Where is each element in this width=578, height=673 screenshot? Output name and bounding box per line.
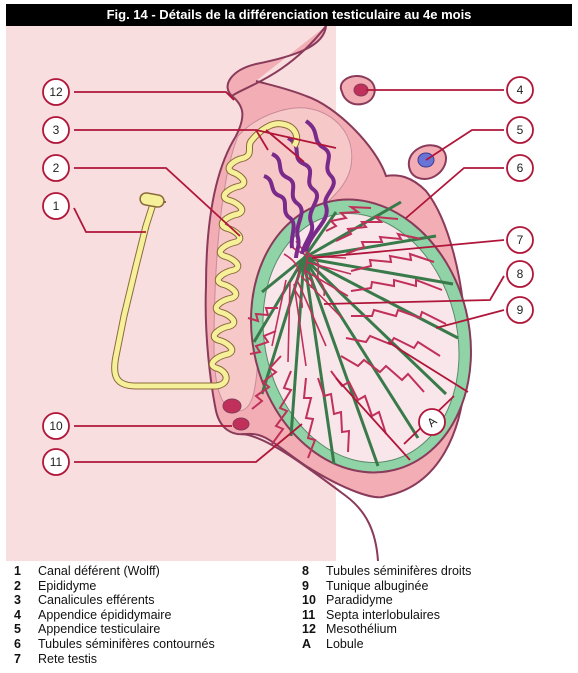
callout-5: 5 — [517, 123, 524, 137]
leader-9 — [435, 309, 505, 329]
callout-10: 10 — [49, 419, 63, 433]
callout-3: 3 — [53, 123, 60, 137]
callout-circles — [42, 76, 534, 476]
figure-title: Fig. 14 - Détails de la différenciation … — [6, 4, 572, 26]
lobule-bracket-2 — [387, 341, 469, 393]
appendix-epididymis — [339, 74, 376, 106]
leader-lines — [73, 89, 505, 463]
callout-9: 9 — [517, 303, 524, 317]
paradidymis — [222, 398, 250, 431]
callout-1: 1 — [53, 199, 60, 213]
leader-1 — [73, 207, 146, 233]
leader-7 — [311, 239, 505, 259]
diagram-area: 12 3 2 1 10 11 4 5 6 7 8 9 A — [6, 26, 572, 561]
callout-4: 4 — [517, 83, 524, 97]
lobule-bracket-1 — [335, 377, 411, 461]
leader-6 — [405, 167, 504, 219]
callout-10-circle — [42, 412, 70, 440]
leader-2 — [74, 167, 241, 237]
callout-A-circle — [418, 408, 446, 436]
callout-8: 8 — [517, 267, 524, 281]
leader-11 — [74, 423, 303, 463]
seminiferous-tubules — [247, 205, 447, 459]
callout-11-circle — [42, 448, 70, 476]
callout-7-circle — [506, 226, 534, 254]
leader-5 — [425, 129, 504, 161]
callout-7: 7 — [517, 233, 524, 247]
callout-3-circle — [42, 116, 70, 144]
callout-2-circle — [42, 154, 70, 182]
callout-2: 2 — [53, 161, 60, 175]
leader-8 — [323, 275, 505, 305]
callout-4-circle — [506, 76, 534, 104]
callout-8-circle — [506, 260, 534, 288]
leader-12 — [74, 91, 235, 101]
callout-12-circle — [42, 78, 70, 106]
callout-9-circle — [506, 296, 534, 324]
callout-6: 6 — [517, 161, 524, 175]
interlobular-septa — [252, 200, 459, 467]
callout-11: 11 — [50, 455, 63, 469]
testis-diagram: 12 3 2 1 10 11 4 5 6 7 8 9 A — [6, 26, 572, 561]
callout-6-circle — [506, 154, 534, 182]
callout-5-circle — [506, 116, 534, 144]
callout-1-circle — [42, 192, 70, 220]
callout-12: 12 — [49, 85, 63, 99]
